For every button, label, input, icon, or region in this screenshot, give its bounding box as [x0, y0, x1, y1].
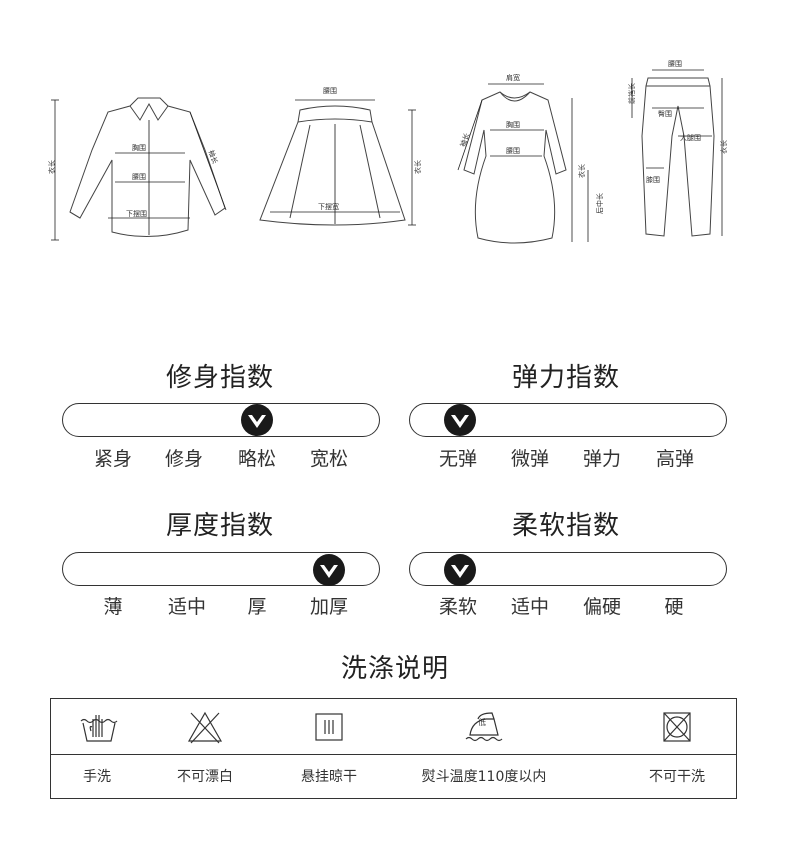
wash-title: 洗涤说明	[340, 654, 449, 684]
softness-option-soft: 柔软	[438, 596, 477, 618]
thickness-option-thick: 厚	[247, 596, 267, 618]
shirt-diagram: 衣长 胸围 腰围 下摆围 袖长	[47, 97, 227, 241]
skirt-waist-label: 腰围	[323, 87, 337, 95]
no-dry-clean-icon	[663, 712, 691, 742]
thickness-index-title: 厚度指数	[165, 511, 274, 541]
dress-waist-label: 腰围	[506, 147, 520, 155]
skirt-diagram: 腰围 下摆宽 衣长	[259, 87, 422, 226]
iron-low-icon	[465, 712, 503, 742]
fit-index-title: 修身指数	[165, 363, 274, 393]
dress-shoulder-label: 肩宽	[506, 73, 520, 82]
pants-length-label: 衣长	[719, 140, 728, 154]
wash-divider	[51, 754, 736, 755]
elasticity-option-none: 无弹	[438, 448, 477, 470]
softness-option-medium: 适中	[510, 596, 549, 618]
fit-option-relaxed: 略松	[237, 448, 276, 470]
no-bleach-label: 不可漂白	[177, 769, 233, 785]
pants-front-rise-label: 前裆长	[627, 83, 636, 104]
fit-option-slim: 修身	[164, 448, 203, 470]
hand-wash-label: 手洗	[83, 769, 111, 785]
no-dry-clean-label: 不可干洗	[649, 769, 705, 785]
shirt-length-label: 衣长	[47, 160, 56, 174]
thickness-option-thin: 薄	[103, 596, 123, 618]
softness-index-title: 柔软指数	[511, 511, 620, 541]
elasticity-index-marker-icon	[444, 404, 476, 436]
shirt-chest-label: 胸围	[132, 143, 146, 152]
thickness-index-marker-icon	[313, 554, 345, 586]
no-bleach-icon	[187, 711, 223, 744]
fit-index-bar	[62, 403, 380, 437]
shirt-hem-label: 下摆围	[126, 209, 147, 218]
dress-diagram: 肩宽 胸围 腰围 袖长 衣长 后中长	[457, 73, 604, 244]
pants-waist-label: 腰围	[668, 60, 682, 68]
dress-length-label: 衣长	[577, 164, 586, 178]
elasticity-option-slight: 微弹	[510, 448, 549, 470]
thickness-option-medium: 适中	[167, 596, 206, 618]
shirt-waist-label: 腰围	[132, 173, 146, 181]
hang-dry-icon	[315, 713, 343, 741]
skirt-hem-label: 下摆宽	[318, 202, 339, 211]
elasticity-option-high: 高弹	[655, 448, 694, 470]
softness-option-hard: 硬	[664, 596, 684, 618]
thickness-option-extra-thick: 加厚	[309, 596, 348, 618]
elasticity-index-title: 弹力指数	[511, 363, 620, 393]
iron-temperature-label: 熨斗温度110度以内	[421, 769, 547, 785]
dress-back-length-label: 后中长	[595, 193, 604, 214]
hand-wash-icon	[80, 715, 118, 742]
dress-chest-label: 胸围	[506, 120, 520, 129]
hang-dry-label: 悬挂晾干	[301, 769, 357, 785]
iron-low-text: 低	[478, 718, 486, 727]
softness-option-firm: 偏硬	[582, 596, 621, 618]
pants-diagram: 腰围 臀围 大腿围 膝围 前裆长 衣长	[627, 60, 728, 237]
wash-table: 手洗 不可漂白 悬挂晾干 低 熨斗温度110度以内	[50, 698, 737, 799]
dress-sleeve-label: 袖长	[458, 132, 471, 148]
softness-index-marker-icon	[444, 554, 476, 586]
fit-index-marker-icon	[241, 404, 273, 436]
fit-option-loose: 宽松	[309, 448, 348, 470]
skirt-length-label: 衣长	[413, 160, 422, 174]
fit-option-tight: 紧身	[93, 448, 132, 470]
elasticity-option-elastic: 弹力	[582, 448, 621, 470]
pants-knee-label: 膝围	[646, 175, 660, 184]
pants-hip-label: 臀围	[658, 110, 672, 118]
pants-thigh-label: 大腿围	[680, 133, 701, 142]
